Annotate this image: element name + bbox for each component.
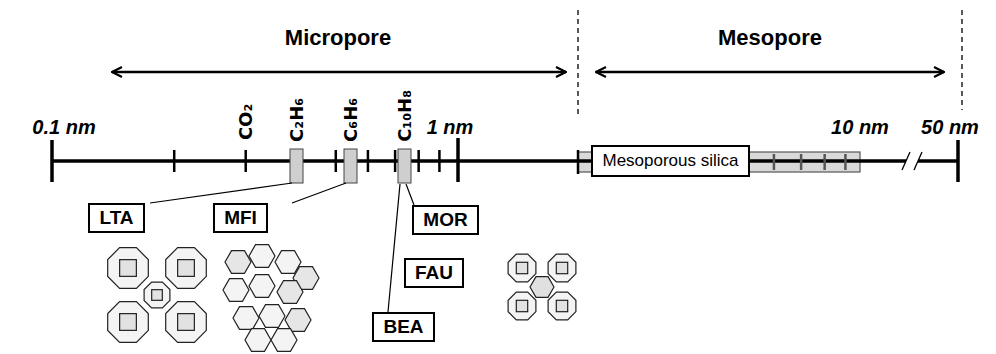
zeolite-frameworks — [530, 277, 554, 298]
zeolite-frameworks — [144, 282, 170, 308]
zeolite-frameworks — [223, 279, 249, 302]
range-title: Mesopore — [718, 26, 822, 50]
scale-axis — [956, 140, 960, 182]
framework-box: BEA — [372, 312, 435, 342]
range-arrows — [112, 72, 944, 73]
scale-axis — [50, 140, 54, 182]
scale-axis — [52, 138, 958, 182]
scale-axis — [244, 150, 247, 172]
scale-value: 50 nm — [921, 116, 979, 138]
range-arrows — [596, 71, 944, 74]
zeolite-frameworks — [120, 260, 137, 277]
box-text: LTA — [99, 207, 133, 229]
range-title: Micropore — [285, 26, 391, 50]
zeolite-frameworks — [120, 314, 137, 331]
framework-box: MFI — [213, 203, 268, 233]
scale-axis — [52, 159, 958, 163]
zeolite-frameworks — [108, 302, 149, 343]
zeolite-frameworks — [516, 262, 527, 273]
zeolite-frameworks — [249, 245, 275, 268]
dashed-boundaries — [577, 10, 578, 118]
molecule-markers — [344, 149, 357, 183]
box-text: MFI — [224, 207, 257, 229]
scale-value: 0.1 nm — [32, 116, 95, 138]
scale-axis — [456, 138, 460, 182]
dashed-boundaries — [578, 10, 962, 118]
scale-axis — [902, 152, 922, 170]
zeolite-frameworks — [152, 290, 163, 301]
dashed-boundaries — [961, 10, 962, 110]
zeolite-frameworks — [548, 254, 576, 282]
scale-value: 1 nm — [427, 116, 474, 138]
zeolite-frameworks — [556, 300, 567, 311]
molecule-markers — [290, 149, 411, 183]
scale-axis — [367, 150, 370, 172]
zeolite-frameworks — [166, 302, 207, 343]
zeolite-frameworks — [516, 300, 527, 311]
molecule-label: C₆H₆ — [341, 98, 361, 142]
molecule-label: C₁₀H₈ — [395, 90, 415, 142]
range-arrows — [112, 71, 566, 74]
framework-box: FAU — [404, 258, 464, 288]
scale-value: 10 nm — [831, 116, 889, 138]
molecule-label: CO₂ — [236, 104, 256, 140]
scale-axis — [417, 150, 420, 172]
molecule-label: C₂H₆ — [287, 98, 307, 142]
scale-axis — [335, 150, 338, 172]
leader-lines — [292, 183, 346, 203]
leader-lines — [388, 184, 400, 312]
zeolite-frameworks — [108, 245, 576, 352]
zeolite-frameworks — [249, 275, 275, 298]
scale-axis — [844, 154, 847, 170]
scale-axis — [823, 154, 826, 170]
box-text: FAU — [415, 262, 453, 284]
box-text: MOR — [423, 209, 467, 231]
zeolite-frameworks — [259, 305, 285, 328]
box-text: BEA — [383, 316, 423, 338]
scale-axis — [438, 150, 441, 172]
scale-axis — [173, 150, 176, 172]
zeolite-frameworks — [108, 248, 149, 289]
leader-lines — [150, 183, 292, 203]
scale-axis — [800, 154, 803, 170]
scale-axis — [773, 154, 776, 170]
scale-axis — [906, 150, 918, 172]
molecule-markers — [398, 149, 411, 183]
zeolite-frameworks — [508, 292, 536, 320]
zeolite-frameworks — [285, 309, 311, 332]
leader-lines — [150, 183, 414, 312]
box-text: Mesoporous silica — [602, 151, 738, 171]
scale-axis — [577, 150, 580, 174]
scale-axis — [394, 150, 397, 172]
zeolite-frameworks — [233, 307, 259, 330]
zeolite-frameworks — [548, 292, 576, 320]
material-box: Mesoporous silica — [591, 145, 750, 177]
framework-box: LTA — [88, 203, 145, 233]
zeolite-frameworks — [508, 254, 536, 282]
zeolite-frameworks — [271, 329, 297, 352]
zeolite-frameworks — [178, 314, 195, 331]
zeolite-frameworks — [277, 281, 303, 304]
zeolite-frameworks — [166, 248, 207, 289]
zeolite-frameworks — [245, 329, 271, 352]
zeolite-frameworks — [178, 260, 195, 277]
framework-box: MOR — [412, 205, 479, 235]
zeolite-frameworks — [225, 251, 251, 274]
molecule-markers — [290, 149, 303, 183]
zeolite-frameworks — [556, 262, 567, 273]
leader-lines — [406, 184, 414, 205]
